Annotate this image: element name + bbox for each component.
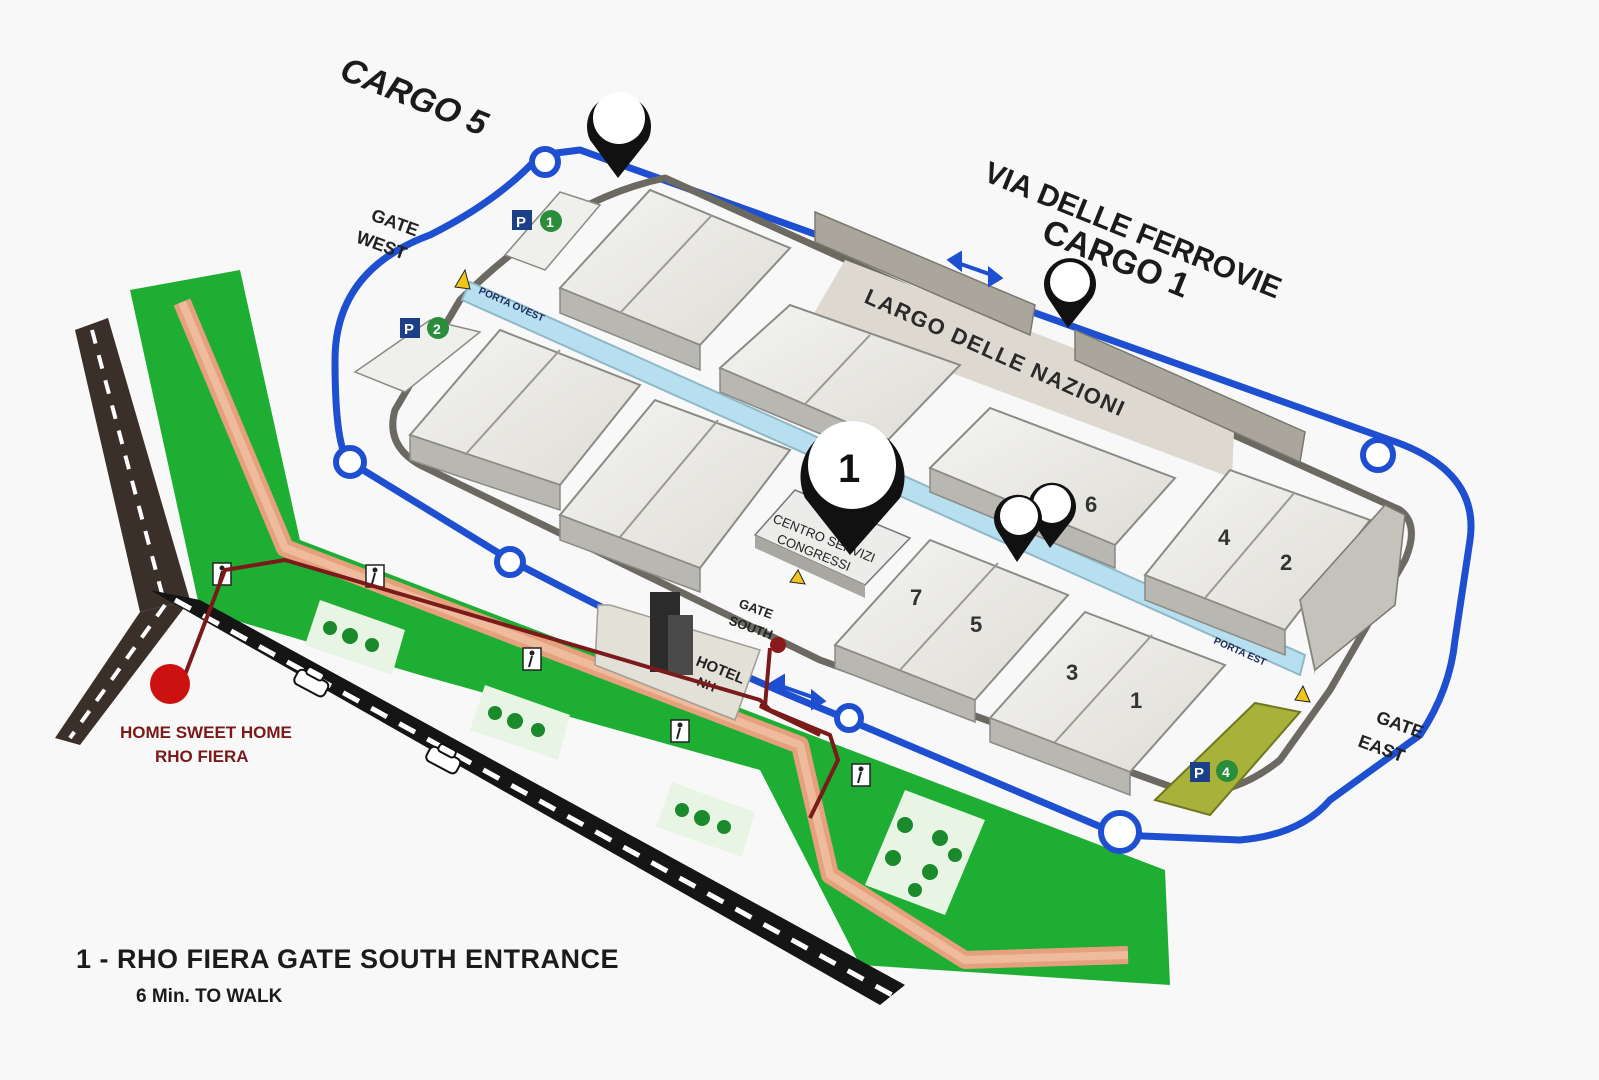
tree-icon xyxy=(675,803,731,834)
svg-text:P: P xyxy=(516,214,526,231)
main-marker-number: 1 xyxy=(838,447,860,491)
pavilion-nw-lower xyxy=(408,328,642,512)
tree-patch xyxy=(305,600,405,675)
pavilion-number: 4 xyxy=(1218,525,1231,550)
legend-title: 1 - RHO FIERA GATE SOUTH ENTRANCE xyxy=(76,944,620,974)
tree-patch xyxy=(865,790,985,915)
map-pin-icon xyxy=(1028,482,1076,548)
parking-p2: P 2 xyxy=(353,317,482,393)
pavilion-3-1: 3 1 xyxy=(988,610,1227,797)
svg-text:4: 4 xyxy=(1222,764,1230,780)
home-label: HOME SWEET HOME xyxy=(120,723,292,742)
svg-text:P: P xyxy=(1194,765,1204,782)
map-pin-icon xyxy=(1044,258,1097,328)
pavilion-number: 1 xyxy=(1130,688,1142,713)
tree-patch xyxy=(656,782,755,857)
main-road xyxy=(150,590,905,1005)
tree-icon xyxy=(488,706,545,737)
tree-patch xyxy=(470,685,570,760)
east-building xyxy=(1299,504,1406,675)
direction-arrows xyxy=(769,250,1004,711)
pavilion-number: 5 xyxy=(970,612,982,637)
pavilion-number: 6 xyxy=(1085,492,1097,517)
hotel-building: HOTEL NH xyxy=(594,592,761,721)
pedestrian-icon xyxy=(522,647,542,671)
map-pin-icon xyxy=(587,92,651,178)
pedestrian-icon xyxy=(851,763,871,787)
pavilion-number: 7 xyxy=(910,585,922,610)
legend-subtitle: 6 Min. TO WALK xyxy=(136,986,283,1007)
pedestrian-icon xyxy=(365,564,385,588)
map-pin-icon-main: 1 xyxy=(800,421,905,555)
pavilion-nw xyxy=(558,188,792,372)
svg-text:2: 2 xyxy=(433,321,441,337)
pavilion-sw xyxy=(558,398,792,594)
north-building xyxy=(814,210,1306,464)
entrance-marker xyxy=(454,268,1311,703)
square-area xyxy=(810,260,1235,478)
parking-p1: P 1 xyxy=(503,191,602,271)
map-pin-icon xyxy=(993,494,1043,562)
car-icon xyxy=(293,666,330,698)
pavilion-number: 2 xyxy=(1280,550,1292,575)
pavilion-number: 3 xyxy=(1066,660,1078,685)
svg-text:P: P xyxy=(404,321,414,338)
tree-icon xyxy=(323,621,379,652)
parking-p4: P 4 xyxy=(1153,701,1302,817)
left-road xyxy=(55,318,190,745)
car-icon xyxy=(425,743,462,775)
home-label: RHO FIERA xyxy=(155,747,249,766)
svg-text:1: 1 xyxy=(546,214,554,230)
pedestrian-icon xyxy=(670,719,690,743)
roundabout xyxy=(333,146,1396,854)
cargo5-label: CARGO 5 xyxy=(335,50,494,144)
tree-icon xyxy=(885,817,962,897)
destination-dot xyxy=(770,637,786,653)
pavilion-7-5: 7 5 xyxy=(833,538,1070,724)
home-dot xyxy=(150,664,190,704)
